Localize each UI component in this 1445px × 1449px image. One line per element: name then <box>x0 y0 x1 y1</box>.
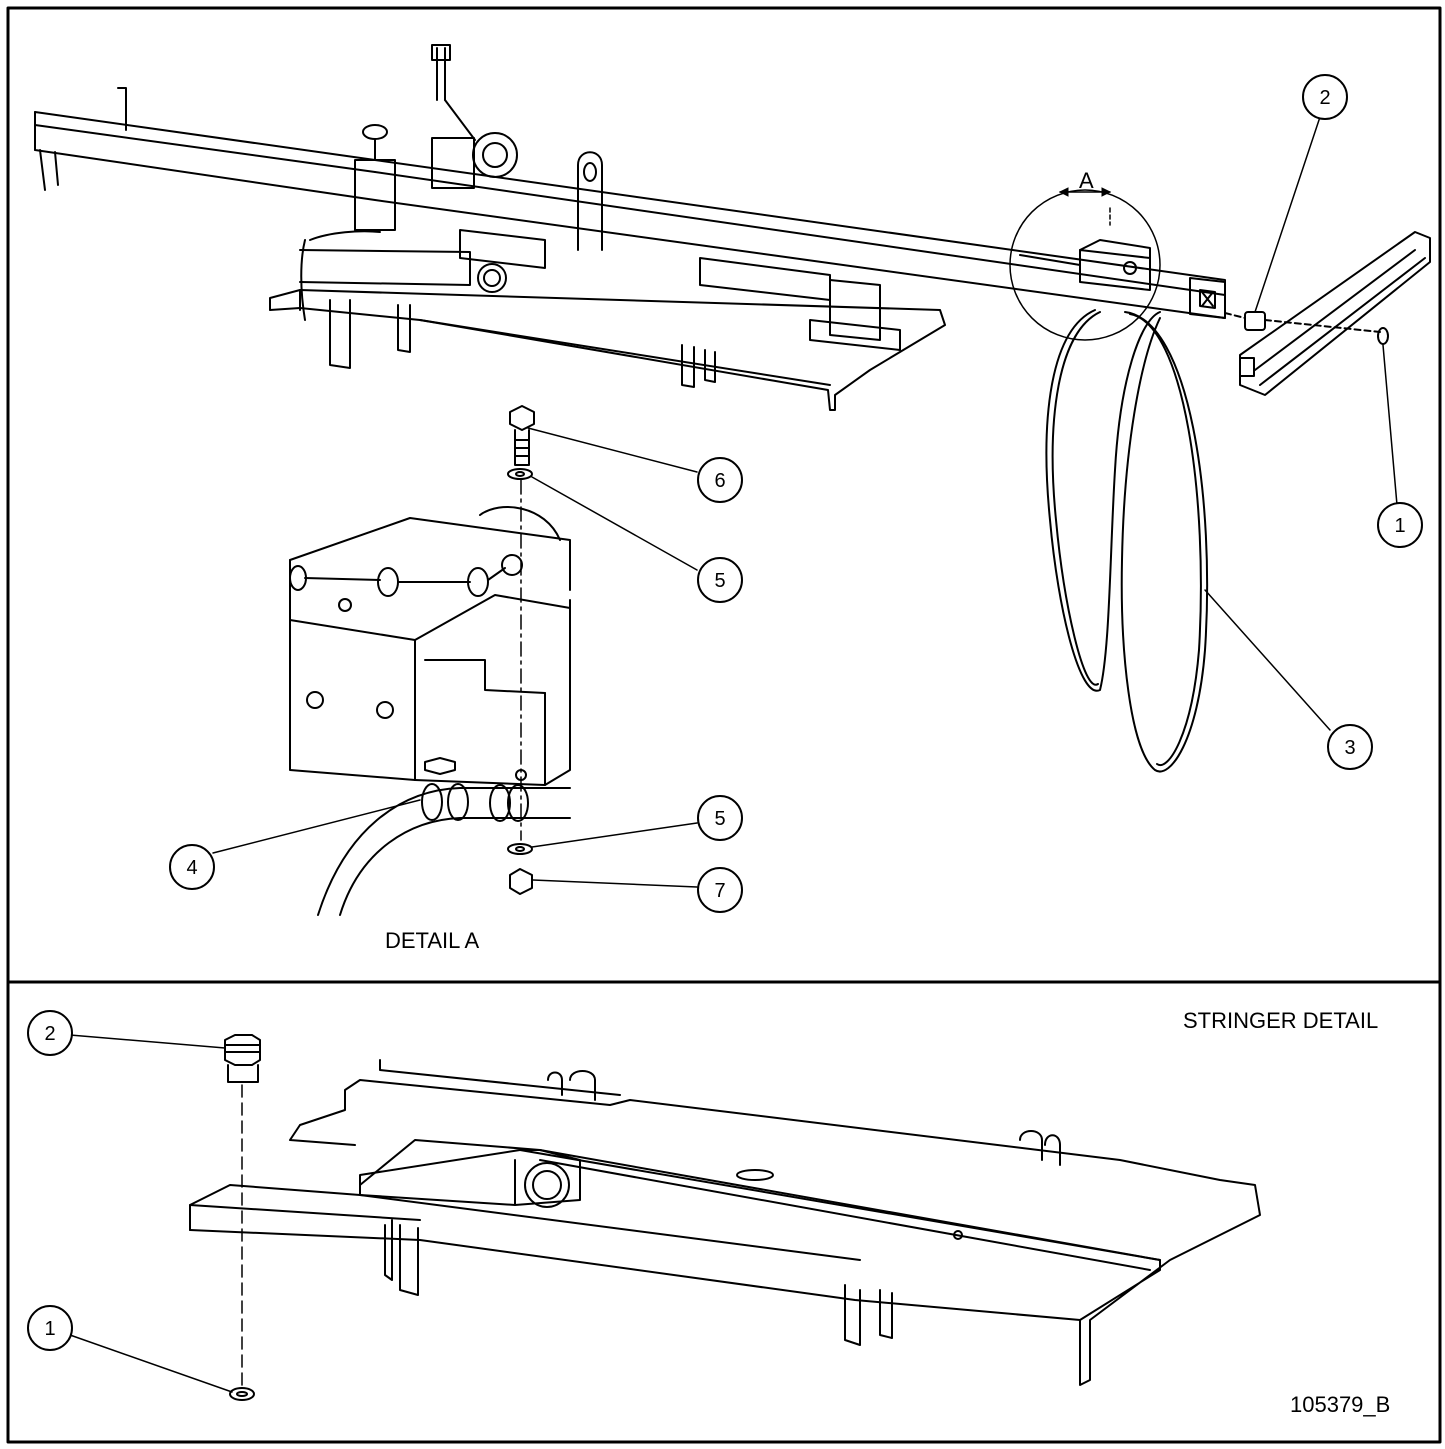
callout-stringer-2-text: 2 <box>44 1023 55 1045</box>
callout-stringer-1-text: 1 <box>44 1318 55 1340</box>
callout-top-3: 3 <box>1327 724 1373 770</box>
lower-panel-frame <box>6 980 1442 1444</box>
stringer-detail-label: STRINGER DETAIL <box>1183 1008 1378 1033</box>
callout-top-2-text: 2 <box>1319 87 1330 109</box>
cable-loop <box>1045 309 1209 773</box>
detail-a-label: DETAIL A <box>385 928 479 953</box>
stringer-detail-drawing <box>189 1034 1261 1401</box>
callout-stringer-2: 2 <box>27 1010 73 1056</box>
callout-detail-7-text: 7 <box>714 880 725 902</box>
callout-top-2: 2 <box>1302 74 1348 120</box>
detail-a-indicator: A <box>1009 168 1161 341</box>
callout-detail-6-text: 6 <box>714 470 725 492</box>
callout-detail-7: 7 <box>697 867 743 913</box>
callout-top-1: 1 <box>1377 502 1423 548</box>
connector-bracket <box>1224 231 1431 396</box>
callout-detail-5-lower: 5 <box>697 795 743 841</box>
callout-top-3-text: 3 <box>1344 737 1355 759</box>
callout-detail-5-upper: 5 <box>697 557 743 603</box>
callout-detail-6: 6 <box>697 457 743 503</box>
detail-a-drawing <box>289 405 571 916</box>
callout-detail-5-upper-text: 5 <box>714 570 725 592</box>
drawing-number: 105379_B <box>1290 1392 1390 1417</box>
callout-stringer-1: 1 <box>27 1305 73 1351</box>
callout-leaders <box>69 116 1398 1393</box>
callout-top-1-text: 1 <box>1394 515 1405 537</box>
view-letter: A <box>1079 168 1094 193</box>
callout-detail-4-text: 4 <box>186 857 197 879</box>
stringer-upper-view <box>269 230 946 411</box>
callout-detail-4: 4 <box>169 844 215 890</box>
callout-detail-5-lower-text: 5 <box>714 808 725 830</box>
main-rail-assembly <box>34 44 1226 319</box>
